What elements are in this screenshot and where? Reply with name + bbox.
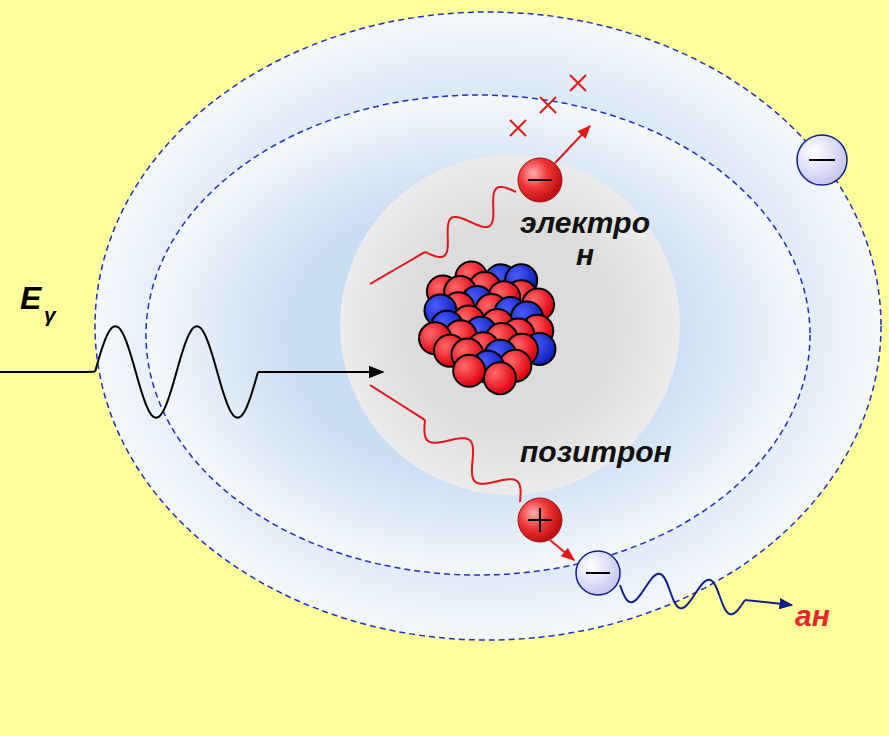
positron-particle [518, 498, 562, 542]
nucleus-field [340, 155, 680, 495]
particle-label: позитрон [520, 436, 672, 468]
shell-electron [576, 135, 847, 595]
energy-subscript: γ [44, 304, 56, 326]
energy-symbol: E [20, 282, 41, 316]
annihilation-cross [510, 75, 586, 136]
particle-label: электро н [520, 207, 650, 270]
process-label: ан [795, 600, 830, 632]
photon-wave [0, 326, 258, 418]
inner-shell [146, 95, 810, 575]
annihilation-wave [620, 574, 745, 615]
outer-shell [95, 12, 881, 640]
proton [484, 362, 516, 394]
nucleus [419, 261, 555, 394]
photon-arrow [258, 371, 383, 373]
positron-wave [370, 385, 521, 502]
wave-line [0, 187, 792, 614]
electron-particle [518, 158, 562, 202]
proton [453, 355, 485, 387]
annihilation-arrow [745, 600, 792, 605]
